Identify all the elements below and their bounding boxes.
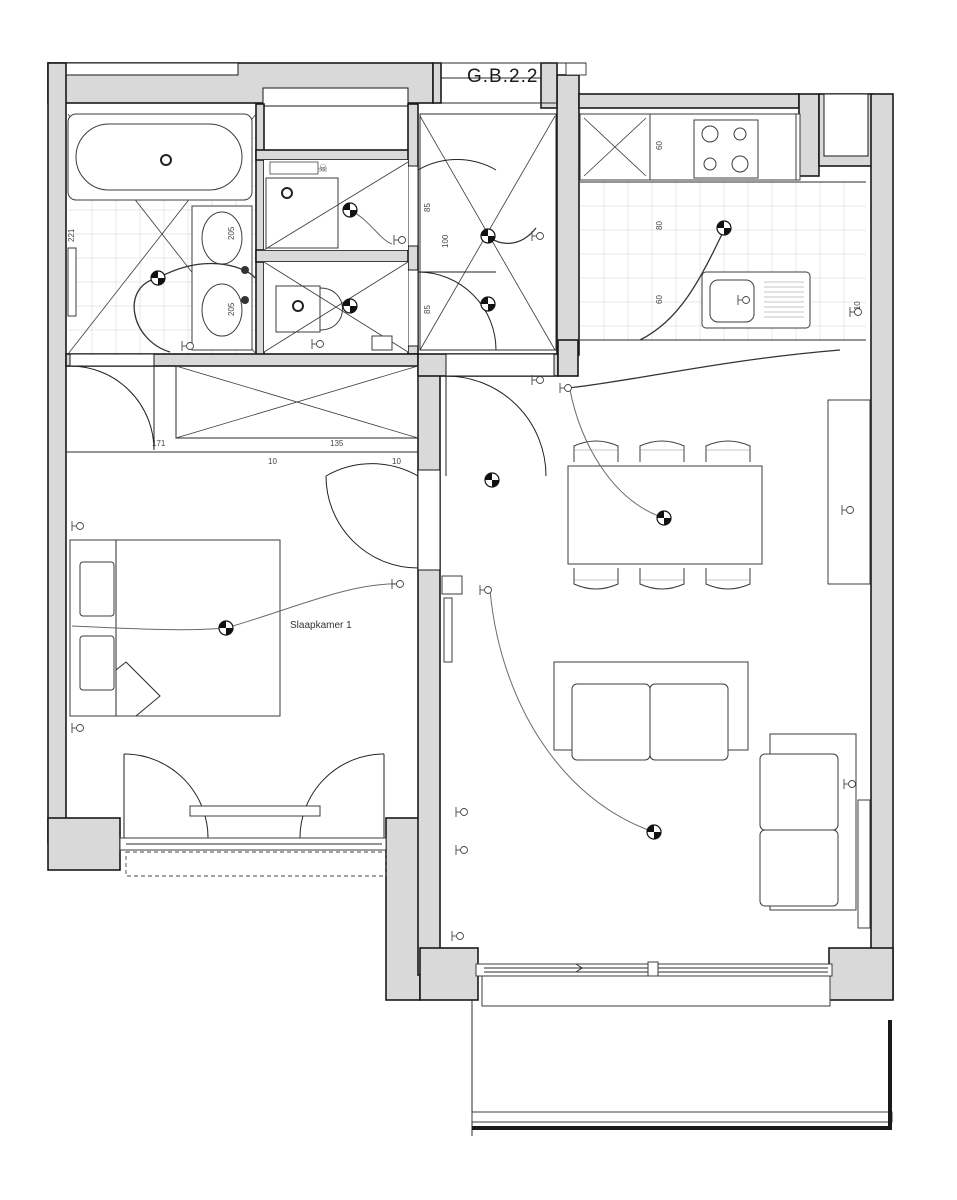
bathroom: 221 205 205 bbox=[67, 113, 257, 355]
bedroom-window bbox=[119, 837, 387, 877]
dim-sink-top: 205 bbox=[227, 226, 236, 240]
toilet-lower bbox=[263, 261, 409, 353]
dim-toilet-upper-door: 85 bbox=[423, 203, 432, 212]
corridor: 171 135 10 10 bbox=[66, 365, 419, 466]
entrance: G.B.2.2 bbox=[433, 62, 586, 104]
dim-hall-width: 100 bbox=[441, 234, 450, 248]
dim-wall-a: 10 bbox=[268, 457, 277, 466]
dim-toilet-lower-door: 85 bbox=[423, 305, 432, 314]
dim-bath-height: 221 bbox=[67, 228, 76, 242]
balcony bbox=[471, 1000, 893, 1136]
dim-kitchen-top: 60 bbox=[655, 141, 664, 150]
dim-sink-bottom: 205 bbox=[227, 302, 236, 316]
dim-kitchen-cab-upper: 80 bbox=[655, 221, 664, 230]
dim-kitchen-cab-lower: 60 bbox=[655, 295, 664, 304]
dim-corridor-left: 171 bbox=[152, 439, 166, 448]
kitchen: 60 80 60 110 bbox=[579, 113, 866, 341]
hall: 85 85 100 bbox=[417, 113, 557, 351]
living-room bbox=[441, 349, 871, 1007]
tile-grid-kitchen bbox=[580, 180, 866, 340]
dim-kitchen-side: 110 bbox=[853, 301, 862, 314]
bedroom: Slaapkamer 1 bbox=[69, 463, 419, 841]
toilet-upper: ☠ bbox=[263, 160, 409, 251]
unit-code: G.B.2.2 bbox=[467, 66, 538, 87]
dim-wall-b: 10 bbox=[392, 457, 401, 466]
svg-text:☠: ☠ bbox=[318, 163, 328, 175]
light-switches bbox=[71, 231, 862, 941]
bedroom-label: Slaapkamer 1 bbox=[290, 620, 352, 631]
light-fixtures bbox=[150, 202, 732, 840]
dim-corridor-right: 135 bbox=[330, 439, 344, 448]
